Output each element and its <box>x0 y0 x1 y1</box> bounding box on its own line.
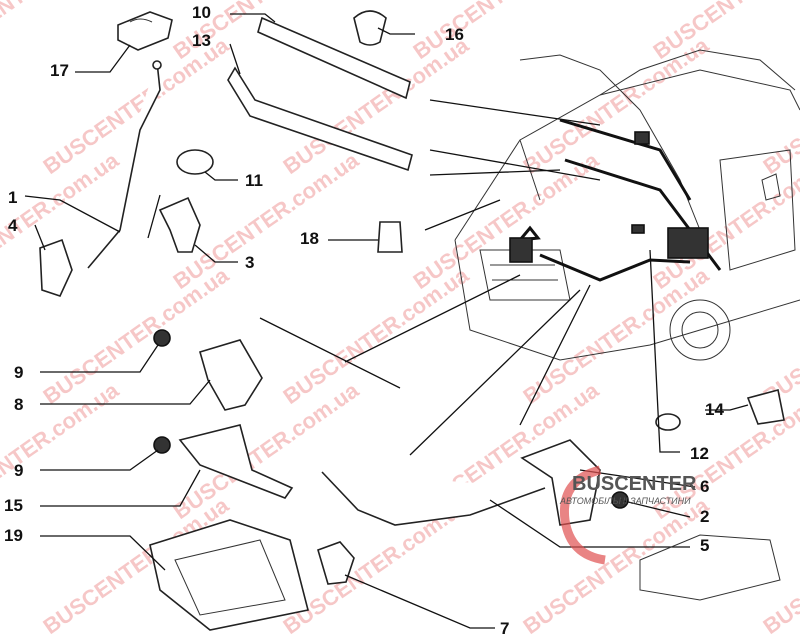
part-5-cable <box>321 471 546 526</box>
callout-2: 2 <box>700 507 709 526</box>
callout-18: 18 <box>300 229 319 248</box>
part-9-bush-lower <box>153 436 171 454</box>
part-1-rod <box>87 60 162 269</box>
callout-16: 16 <box>445 25 464 44</box>
watermark-text: BUSCENTER.com.ua <box>759 492 800 639</box>
callout-14: 14 <box>705 400 724 419</box>
callout-9-upper: 9 <box>14 363 23 382</box>
part-8-lock <box>199 339 263 411</box>
part-6-bracket <box>520 439 601 526</box>
callout-9-lower: 9 <box>14 461 23 480</box>
part-19-tray <box>149 519 309 631</box>
callout-10: 10 <box>192 3 211 22</box>
part-10-seal <box>257 16 411 100</box>
callout-6: 6 <box>700 477 709 496</box>
watermark-text: BUSCENTER.com.ua <box>409 147 604 294</box>
part-4-clip <box>39 238 73 297</box>
buscenter-logo: BUSCENTER АВТОМОБІЛЬНІ ЗАПЧАСТИНИ <box>559 465 781 601</box>
part-16-plug <box>353 10 387 46</box>
watermark-text: BUSCENTER.com.ua <box>519 492 714 639</box>
callout-12: 12 <box>690 444 709 463</box>
part-9-bush-upper <box>153 329 171 347</box>
callout-3: 3 <box>245 253 254 272</box>
callouts: 10 13 16 17 11 1 4 3 18 9 8 9 15 19 7 14… <box>4 3 724 638</box>
callout-5: 5 <box>700 536 709 555</box>
watermark-text: BUSCENTER.com.ua <box>519 32 714 179</box>
callout-7: 7 <box>500 619 509 638</box>
part-14-clip <box>746 389 785 425</box>
part-3-clip <box>158 196 201 253</box>
watermark-text: BUSCENTER.com.ua <box>519 262 714 409</box>
watermark-text: BUSCENTER.com.ua <box>759 32 800 179</box>
callout-13: 13 <box>192 31 211 50</box>
callout-1: 1 <box>8 188 17 207</box>
callout-17: 17 <box>50 61 69 80</box>
callout-11: 11 <box>245 171 263 190</box>
logo-tagline: АВТОМОБІЛЬНІ ЗАПЧАСТИНИ <box>559 496 691 506</box>
part-18-bumper <box>377 221 403 253</box>
watermark-text: BUSCENTER.com.ua <box>0 0 124 64</box>
part-7-clip <box>317 541 355 585</box>
callout-15: 15 <box>4 496 23 515</box>
callout-4: 4 <box>8 216 18 235</box>
watermark-text: BUSCENTER.com.ua <box>279 262 474 409</box>
car-illustration <box>454 49 800 361</box>
part-15-bracket <box>178 424 294 499</box>
callout-19: 19 <box>4 526 23 545</box>
part-13-seal <box>227 66 413 172</box>
logo-name: BUSCENTER <box>572 473 697 495</box>
leader-lines <box>24 13 749 629</box>
part-12-cap <box>655 413 681 431</box>
part-17-cap <box>117 11 173 51</box>
watermark-text: BUSCENTER.com.ua <box>759 262 800 409</box>
callout-8: 8 <box>14 395 23 414</box>
part-11-ring <box>176 149 214 175</box>
